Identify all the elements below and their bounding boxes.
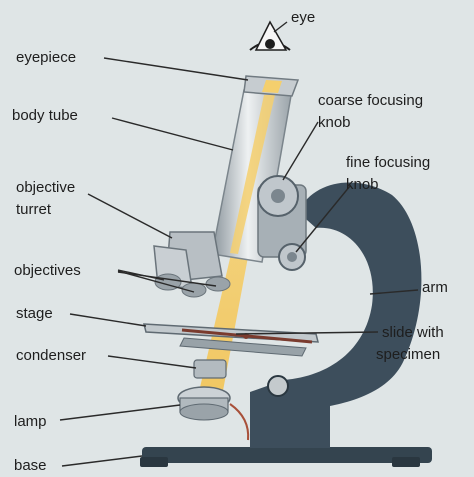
label-objective-turret-line2: turret — [16, 201, 52, 218]
microscope-base — [140, 447, 432, 467]
leader-eye — [274, 22, 287, 32]
eyepiece — [244, 76, 298, 96]
label-stage: stage — [16, 305, 53, 322]
label-objective-turret-line1: objective — [16, 179, 75, 196]
eye-icon — [250, 22, 290, 50]
leader-condenser — [108, 356, 196, 368]
label-coarse-focusing-knob-line1: coarse focusing — [318, 92, 423, 109]
label-coarse-focusing-knob-line2: knob — [318, 114, 351, 131]
leader-coarse-knob — [283, 122, 318, 180]
label-objectives: objectives — [14, 262, 81, 279]
label-base: base — [14, 457, 47, 474]
leader-base — [62, 456, 142, 466]
label-fine-focusing-knob-line2: knob — [346, 176, 379, 193]
condenser — [194, 360, 226, 378]
fine-focusing-knob — [279, 244, 305, 270]
label-lamp: lamp — [14, 413, 47, 430]
label-body-tube: body tube — [12, 107, 78, 124]
arm-pivot-knob — [268, 376, 288, 396]
label-slide-with-specimen-line1: slide with — [382, 324, 444, 341]
lamp — [178, 387, 248, 440]
label-arm: arm — [422, 279, 448, 296]
leader-eyepiece — [104, 58, 248, 80]
leader-objective-turret — [88, 194, 172, 238]
label-eyepiece: eyepiece — [16, 49, 76, 66]
leader-lamp — [60, 405, 180, 420]
coarse-focusing-knob — [258, 176, 298, 216]
label-fine-focusing-knob-line1: fine focusing — [346, 154, 430, 171]
leader-body-tube — [112, 118, 233, 150]
leader-stage — [70, 314, 146, 326]
label-slide-with-specimen-line2: specimen — [376, 346, 440, 363]
objective-lens — [206, 277, 230, 291]
label-condenser: condenser — [16, 347, 86, 364]
label-eye: eye — [291, 9, 315, 26]
